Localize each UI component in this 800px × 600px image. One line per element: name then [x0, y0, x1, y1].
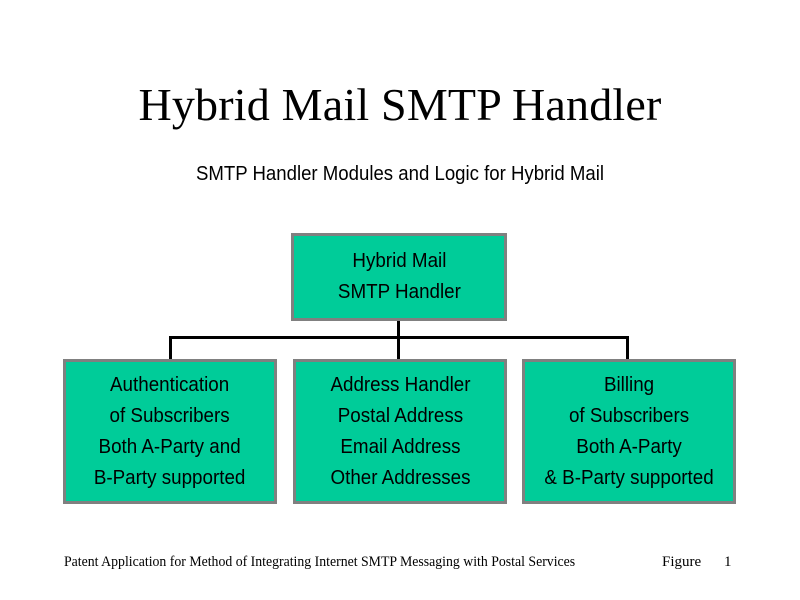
diagram-node-address-handler[interactable]: Address Handler Postal Address Email Add…: [293, 359, 507, 504]
diagram-node-label: Billing of Subscribers Both A-Party & B-…: [544, 373, 714, 489]
diagram-node-authentication[interactable]: Authentication of Subscribers Both A-Par…: [63, 359, 277, 504]
connector-root-stem: [397, 320, 400, 338]
diagram-node-label: Authentication of Subscribers Both A-Par…: [94, 373, 246, 489]
page-subtitle: SMTP Handler Modules and Logic for Hybri…: [195, 163, 605, 185]
footer-figure-label: Figure: [662, 554, 702, 570]
diagram-node-label: Hybrid Mail SMTP Handler: [337, 250, 461, 303]
diagram-node-billing[interactable]: Billing of Subscribers Both A-Party & B-…: [522, 359, 736, 504]
connector-branch-left: [169, 336, 172, 359]
diagram-node-hybrid-mail-smtp-handler[interactable]: Hybrid Mail SMTP Handler: [291, 233, 507, 321]
connector-branch-right: [626, 336, 629, 359]
footer-caption: Patent Application for Method of Integra…: [64, 554, 576, 570]
diagram-node-label: Address Handler Postal Address Email Add…: [329, 373, 471, 489]
connector-branch-middle: [397, 336, 400, 359]
slide-footer: Patent Application for Method of Integra…: [0, 550, 800, 574]
footer-figure-number: 1: [724, 554, 732, 570]
page-title: Hybrid Mail SMTP Handler: [138, 79, 662, 130]
